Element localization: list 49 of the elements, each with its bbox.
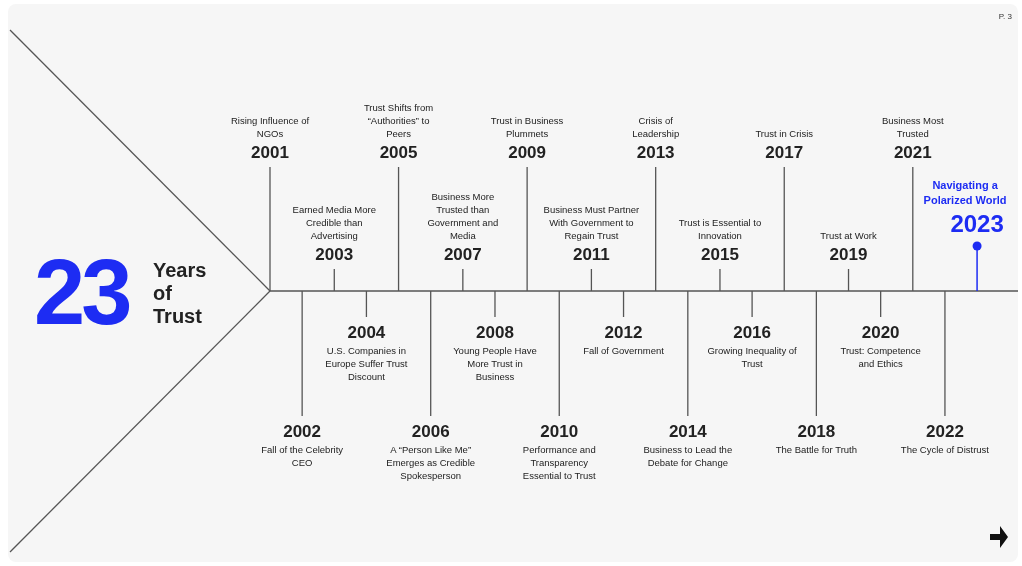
year-label: 2015 [700,245,740,265]
milestone-text: Business Must Partner With Government to Regain Trust [543,203,640,242]
year-label: 2010 [539,422,580,442]
milestone-text: Trust is Essential to Innovation [677,216,763,242]
year-label: 2006 [410,422,451,442]
year-label: 2008 [475,323,515,343]
milestone-text: Fall of Government [582,344,665,357]
milestone-text: Trust in Business Plummets [489,114,565,140]
year-label: 2004 [346,323,387,343]
milestone-text: Fall of the Celebrity CEO [260,443,345,469]
year-label: 2023 [949,211,1005,237]
milestone-text: A “Person Like Me” Emerges as Credible Spokesperson [385,443,476,482]
year-label: 2005 [378,143,419,163]
year-label: 2013 [635,143,676,163]
milestone-text: Crisis of Leadership [631,114,681,140]
page-number: P. 3 [998,12,1012,21]
year-label: 2019 [828,245,869,265]
year-label: 2020 [860,323,901,343]
year-label: 2017 [764,143,805,163]
year-label: 2012 [603,323,644,343]
year-label: 2018 [796,422,837,442]
year-label: 2021 [892,143,933,163]
milestone-text: Business to Lead the Debate for Change [642,443,733,469]
year-label: 2007 [442,245,483,265]
year-label: 2011 [571,245,611,265]
milestone-text: Young People Have More Trust in Business [452,344,538,383]
year-label: 2003 [314,245,355,265]
milestone-text: The Cycle of Distrust [899,443,990,456]
year-label: 2002 [282,422,323,442]
milestone-text: Performance and Transparency Essential to Trust [521,443,597,482]
big-number: 23 [34,242,129,342]
milestone-text: Growing Inequality of Trust [707,344,798,370]
year-label: 2001 [250,143,290,163]
milestone-text: Trust: Competence and Ethics [839,344,922,370]
year-label: 2009 [507,143,547,163]
milestone-text: Trust Shifts from “Authorities” to Peers [362,101,435,140]
year-label: 2014 [667,422,708,442]
milestone-text: Navigating a Polarized World [922,178,1008,208]
heading-text: Years of Trust [153,259,208,328]
milestone-text: Business More Trusted than Government and Media [426,190,500,242]
year-label: 2022 [925,422,965,442]
milestone-text: Trust at Work [819,229,878,242]
milestone-text: U.S. Companies in Europe Suffer Trust Discount [324,344,409,383]
milestone-text: Earned Media More Credible than Advertising [291,203,377,242]
year-label: 2016 [732,323,772,343]
milestone-text: Trust in Crisis [754,127,815,140]
milestone-text: Rising Influence of NGOs [230,114,310,140]
milestone-text: The Battle for Truth [774,443,859,456]
milestone-text: Business Most Trusted [880,114,945,140]
